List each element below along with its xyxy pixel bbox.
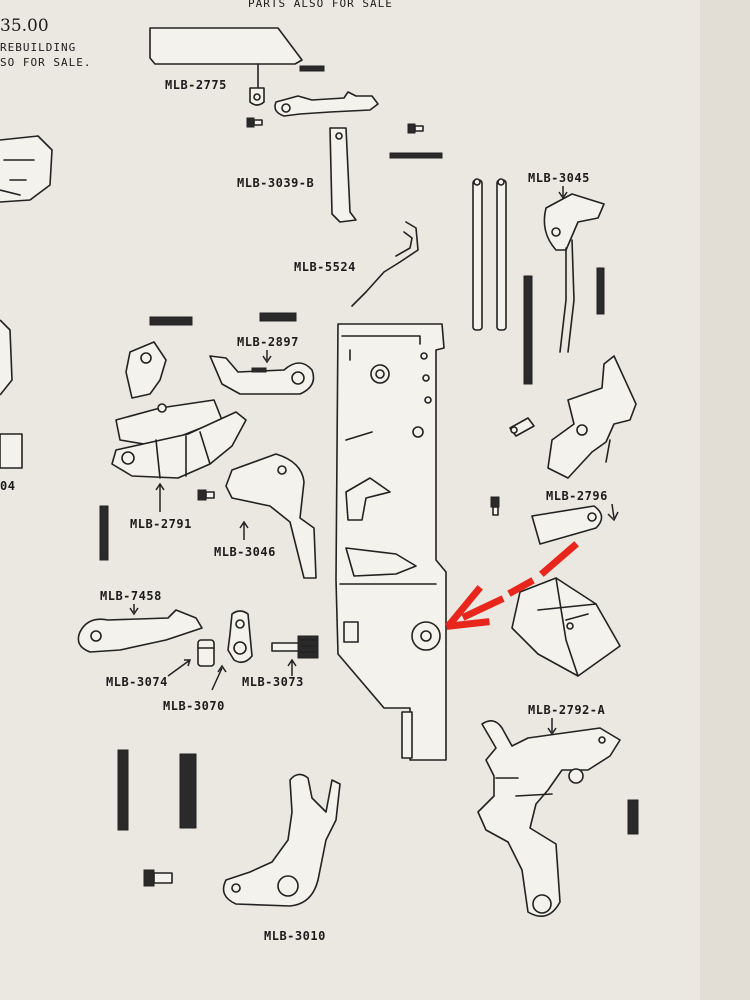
label-mlb-2791: MLB-2791 [130,517,192,531]
part-main-frame [335,323,447,761]
pin-left [472,178,483,331]
pin-right [496,178,507,331]
spring-long-top [389,152,443,159]
spring-vertical-left-a [99,505,109,561]
small-screw-d [197,489,215,501]
spring-flat-left [149,316,193,326]
arrow-mlb-3074 [167,659,192,677]
part-mlb-2775 [149,27,303,106]
paper-edge-shadow [700,0,750,1000]
label-mlb-2796: MLB-2796 [546,489,608,503]
label-mlb-2792-a: MLB-2792-A [528,703,606,717]
red-dashed-arrow-icon [445,541,579,630]
label-mlb-3046: MLB-3046 [214,545,276,559]
part-mlb-3010 [222,773,341,907]
label-mlb-3039-b: MLB-3039-B [237,176,314,190]
small-spring-right [627,799,639,835]
spring-vertical-short [596,267,605,315]
part-mlb-3074 [197,639,215,667]
part-mlb-2796 [531,505,603,545]
part-mlb-2791 [111,341,247,479]
price-text: 35.00 [0,16,49,36]
label-mlb-5524: MLB-5524 [294,260,356,274]
label-mlb-3045: MLB-3045 [528,171,590,185]
label-mlb-2775: MLB-2775 [165,78,227,92]
small-screw-e [143,869,173,887]
part-mlb-5524 [351,221,419,307]
left-edge-partial-part-top [0,135,53,203]
part-mlb-3045 [543,193,605,353]
label-mlb-3074: MLB-3074 [106,675,168,689]
part-mlb-2897 [209,355,315,395]
arrow-mlb-3073 [287,658,297,676]
also-for-sale-text: SO FOR SALE. [0,56,91,69]
part-mlb-3070 [227,610,253,664]
part-mlb-3073 [271,635,319,659]
arrow-mlb-2796 [607,503,619,522]
part-mlb-3046 [225,453,317,579]
arrow-mlb-2897 [262,350,272,364]
spring-flat-right [259,312,297,322]
arrow-mlb-3046 [239,520,249,540]
spring-vertical-lower-b [179,753,197,829]
arrow-mlb-7458 [129,604,139,616]
part-mlb-2792-a [477,720,621,918]
label-mlb-7458: MLB-7458 [100,589,162,603]
left-edge-partial-part-mid [0,319,23,469]
label-mlb-3070: MLB-3070 [163,699,225,713]
small-link-piece [509,417,535,437]
arrow-mlb-2791 [155,482,165,512]
part-right-catch [547,355,637,479]
small-screw-b [407,123,424,134]
label-mlb-2897: MLB-2897 [237,335,299,349]
spring-vertical-lower-a [117,749,129,831]
part-safety-assembly [511,577,621,677]
label-mlb-3073: MLB-3073 [242,675,304,689]
part-mlb-7458 [77,609,203,653]
spring-vertical-long [523,275,533,385]
small-screw-a [246,117,263,128]
part-mlb-3039-b [329,127,357,223]
small-spring-a [299,65,325,72]
part-lever-top [274,91,379,117]
top-caption: PARTS ALSO FOR SALE [248,0,393,10]
small-screw-c [490,496,500,516]
rebuilding-text: REBUILDING [0,41,76,54]
arrow-mlb-3070 [211,664,227,691]
label-edge-04: 04 [0,479,15,493]
label-mlb-3010: MLB-3010 [264,929,326,943]
